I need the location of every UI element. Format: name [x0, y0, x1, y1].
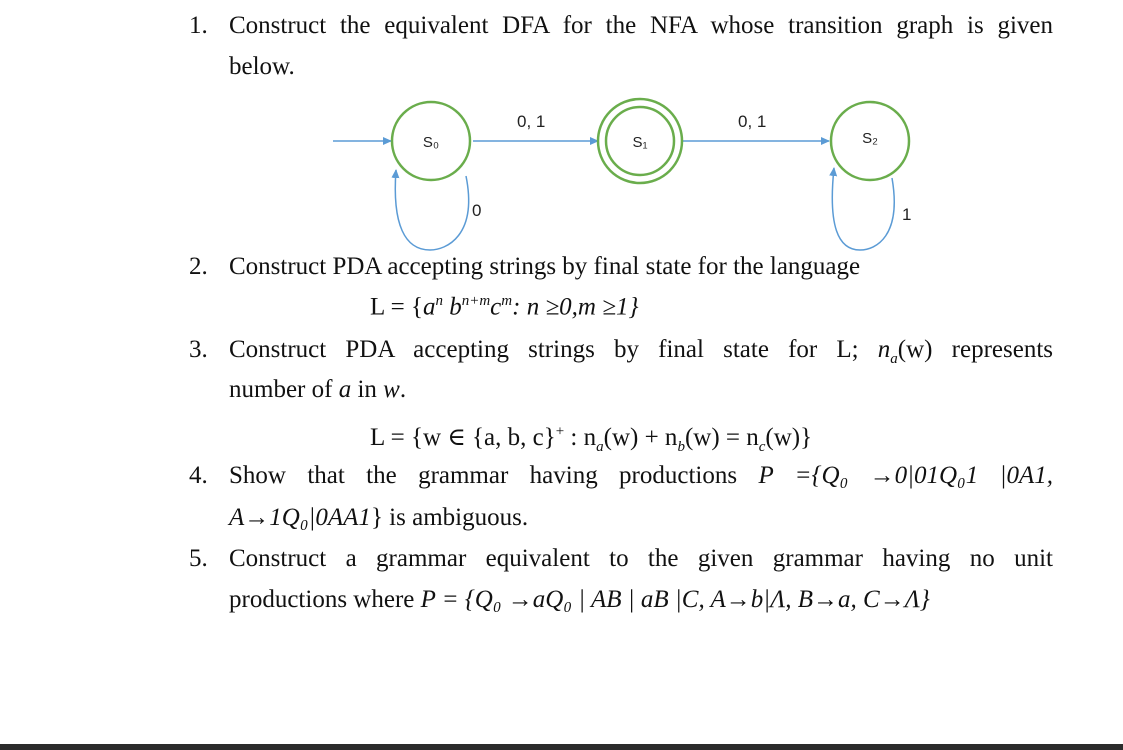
q5-line1: Construct a grammar equivalent to the gi… — [229, 545, 1053, 572]
q3-number: 3. — [189, 336, 208, 363]
q4-number: 4. — [189, 462, 208, 489]
q1-line2: below. — [229, 53, 295, 80]
q3-line1: Construct PDA accepting strings by final… — [229, 336, 1053, 367]
state-s0-label: S₀ — [423, 134, 439, 151]
loop-s0 — [391, 169, 470, 251]
state-s0: S₀ — [390, 100, 472, 182]
q2-number: 2. — [189, 253, 208, 280]
state-s2: S₂ — [829, 100, 911, 182]
q5-number: 5. — [189, 545, 208, 572]
state-s1-accepting: S₁ — [596, 97, 684, 185]
bottom-border — [0, 744, 1123, 750]
edge-s1-s2-label: 0, 1 — [738, 112, 766, 131]
state-s1-label: S₁ — [632, 134, 647, 151]
q1-line1: Construct the equivalent DFA for the NFA… — [229, 12, 1053, 39]
q2-lang-prefix: L = { — [370, 293, 423, 321]
q4-line1: Show that the grammar having productions… — [229, 462, 1053, 489]
loop-s0-label: 0 — [472, 201, 481, 220]
q4-line2: A→1Q₀|0AA1} is ambiguous. — [229, 504, 529, 531]
q5-line2: productions where P = {Q₀ →aQ₀ | AB | aB… — [229, 586, 930, 613]
state-s2-label: S₂ — [862, 130, 878, 147]
nfa-diagram: 0, 1 0, 1 0 1 S₀ S₁ S₂ — [333, 97, 911, 251]
q3-line2: number of a in w. — [229, 376, 407, 403]
q2-language: L = {an bn+mcm: n ≥0,m ≥1} — [370, 293, 639, 321]
loop-s2 — [829, 167, 895, 251]
edge-s0-s1-label: 0, 1 — [517, 112, 545, 131]
q1-number: 1. — [189, 12, 208, 39]
q3-language: L = {w ∈ {a, b, c}+ : na(w) + nb(w) = nc… — [370, 423, 813, 455]
loop-s2-label: 1 — [902, 205, 911, 224]
q2-text: Construct PDA accepting strings by final… — [229, 253, 861, 280]
